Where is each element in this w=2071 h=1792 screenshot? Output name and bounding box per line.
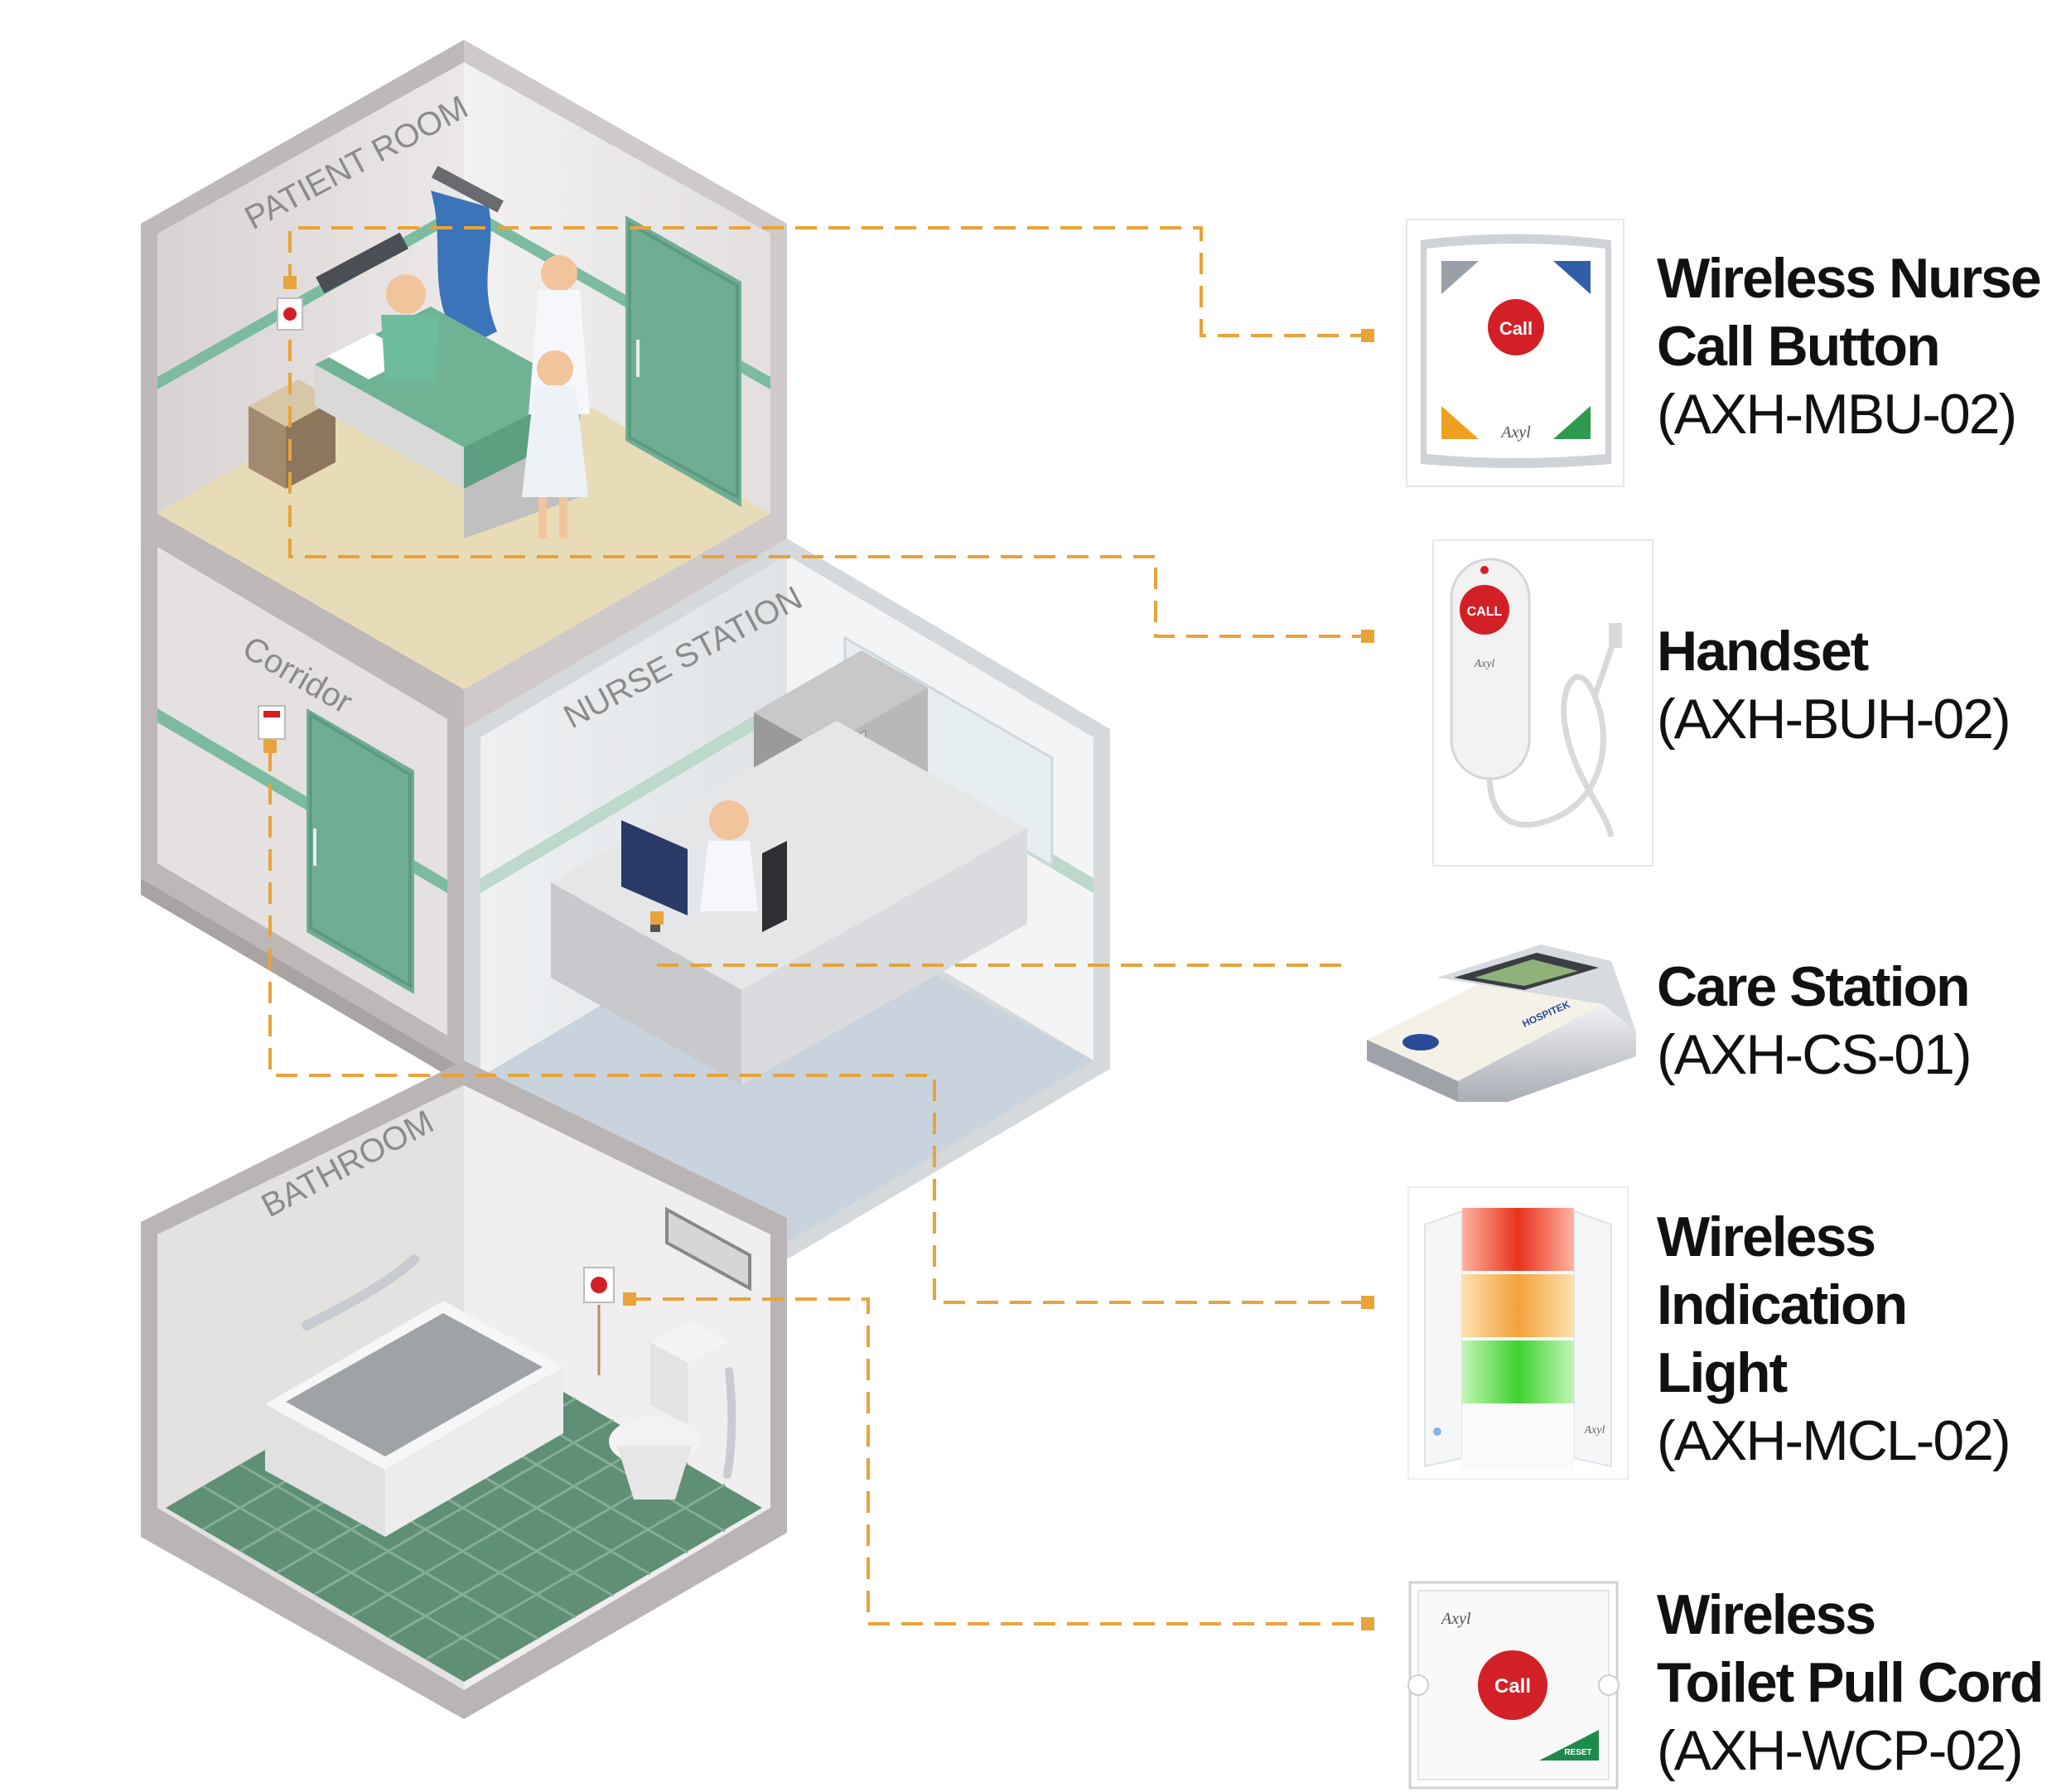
- connector-lines: [268, 226, 1367, 1625]
- handset-label: Handset (AXH-BUH-02): [1657, 617, 2011, 753]
- care-station-label: Care Station (AXH-CS-01): [1657, 953, 1972, 1089]
- patient-room: PATIENT ROOM: [141, 40, 787, 729]
- toilet-pull-cord-image: Axyl Call RESET: [1407, 1581, 1620, 1790]
- nurse-call-button-label: Wireless Nurse Call Button (AXH-MBU-02): [1657, 244, 2042, 448]
- corridor-room: Corridor: [141, 539, 464, 1085]
- indication-light-label: Wireless Indication Light (AXH-MCL-02): [1657, 1203, 2011, 1475]
- toilet-pull-cord-name: Wireless Toilet Pull Cord: [1657, 1583, 2044, 1714]
- toilet-pull-cord-code: (AXH-WCP-02): [1657, 1719, 2024, 1782]
- nurse-call-button-text: Call: [1499, 318, 1533, 339]
- indication-light-name: Wireless Indication Light: [1657, 1205, 1908, 1404]
- connector-indication-light: [268, 750, 1367, 1304]
- connector-handset: [288, 340, 1367, 638]
- care-station-name: Care Station: [1657, 955, 1971, 1018]
- connector-endpoints: [263, 276, 1374, 1630]
- care-station-code: (AXH-CS-01): [1657, 1023, 1972, 1086]
- indication-light-image: Axyl: [1407, 1186, 1629, 1480]
- toilet-pull-cord-brand: Axyl: [1440, 1610, 1471, 1628]
- nurse-call-brand: Axyl: [1499, 423, 1531, 442]
- nurse-call-button-code: (AXH-MBU-02): [1657, 383, 2017, 446]
- handset-code: (AXH-BUH-02): [1657, 688, 2011, 751]
- handset-name: Handset: [1657, 620, 1869, 683]
- toilet-pull-cord-label: Wireless Toilet Pull Cord (AXH-WCP-02): [1657, 1581, 2044, 1785]
- toilet-pull-cord-button-text: Call: [1494, 1675, 1531, 1698]
- handset-button-text: CALL: [1467, 605, 1503, 619]
- handset-brand: Axyl: [1474, 658, 1495, 670]
- bathroom-room: BATHROOM: [141, 1060, 787, 1719]
- care-station-image: HOSPITEK: [1352, 944, 1647, 1120]
- indication-light-code: (AXH-MCL-02): [1657, 1409, 2011, 1472]
- connector-nurse-call-button: [288, 226, 1367, 337]
- handset-image: CALL Axyl: [1432, 539, 1653, 867]
- toilet-pull-cord-reset-text: RESET: [1564, 1748, 1591, 1757]
- connector-toilet-pull-cord: [630, 1297, 1367, 1625]
- nurse-call-button-image: Call Axyl: [1406, 219, 1624, 487]
- nurse-call-button-name: Wireless Nurse Call Button: [1657, 247, 2042, 378]
- indication-light-brand: Axyl: [1584, 1424, 1605, 1437]
- nurse-station-room: NURSE STATION: [464, 539, 1110, 1259]
